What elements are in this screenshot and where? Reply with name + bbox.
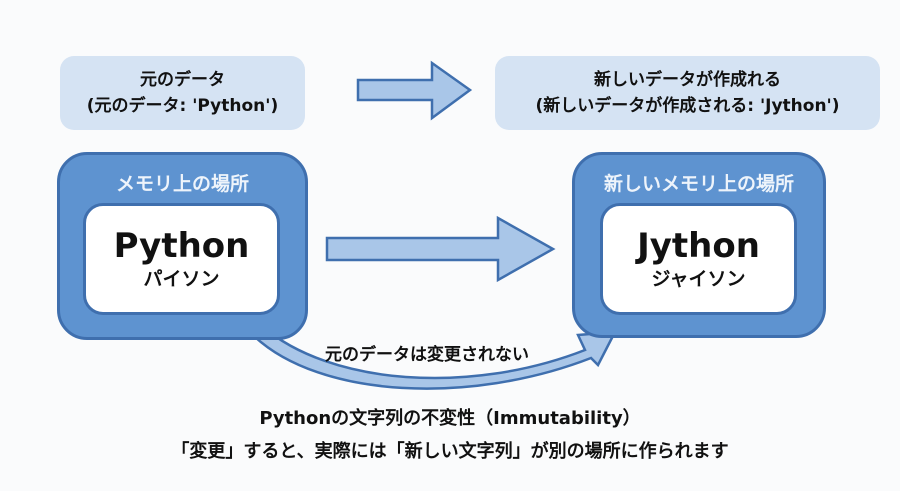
top-arrow xyxy=(356,60,473,121)
original-data-label: 元のデータ (元のデータ: 'Python') xyxy=(60,56,305,130)
new-data-label: 新しいデータが作成れる (新しいデータが作成される: 'Jython') xyxy=(495,56,880,130)
caption-line2: 「変更」すると、実際には「新しい文字列」が別の場所に作られます xyxy=(171,441,729,462)
new-reading: ジャイソン xyxy=(651,268,746,290)
original-value: Python xyxy=(113,226,250,266)
new-label-line1: 新しいデータが作成れる xyxy=(594,70,781,90)
new-memory-box: 新しいメモリ上の場所 Jython ジャイソン xyxy=(572,152,826,338)
original-value-box: Python パイソン xyxy=(83,203,280,315)
original-label-line1: 元のデータ xyxy=(140,70,225,90)
new-memory-title: 新しいメモリ上の場所 xyxy=(603,173,794,195)
new-value: Jython xyxy=(637,226,760,266)
original-memory-title: メモリ上の場所 xyxy=(115,173,249,195)
curved-arrow xyxy=(252,324,618,390)
middle-arrow xyxy=(325,215,556,283)
curve-label: 元のデータは変更されない xyxy=(325,345,529,365)
caption-line1: Pythonの文字列の不変性（Immutability） xyxy=(259,408,641,429)
new-value-box: Jython ジャイソン xyxy=(600,203,797,315)
original-reading: パイソン xyxy=(143,268,220,290)
original-label-line2: (元のデータ: 'Python') xyxy=(86,96,279,116)
new-label-line2: (新しいデータが作成される: 'Jython') xyxy=(535,96,840,116)
original-memory-box: メモリ上の場所 Python パイソン xyxy=(57,152,308,340)
